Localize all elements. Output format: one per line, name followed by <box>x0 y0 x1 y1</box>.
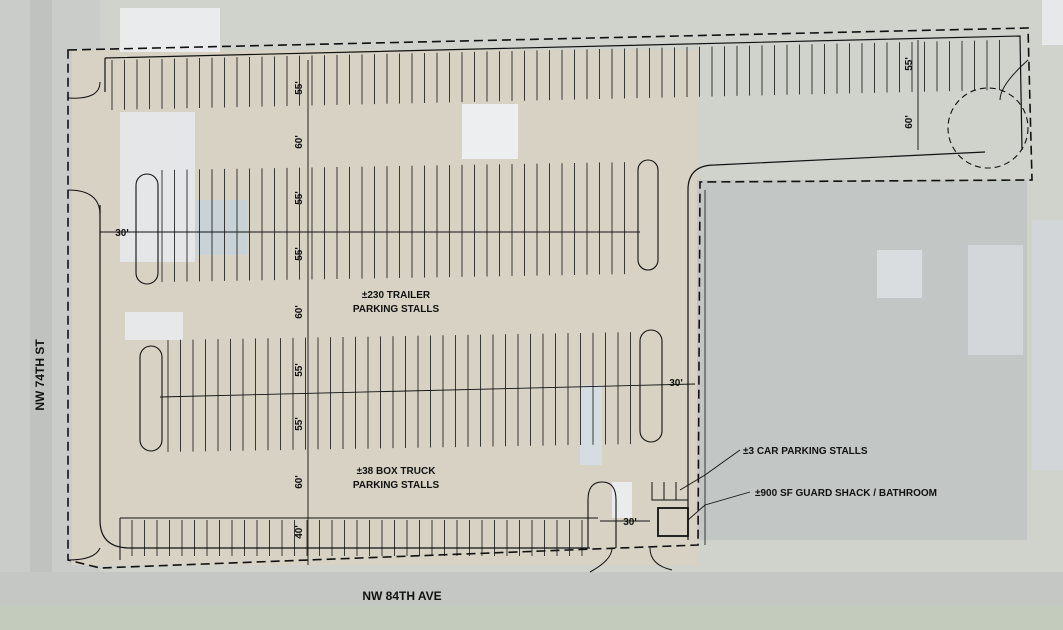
building-roof <box>1042 0 1063 45</box>
salvage-yard-area <box>697 180 1027 540</box>
dimension-label: 55' <box>294 191 305 205</box>
dimension-label: 60' <box>294 305 305 319</box>
road-label-west: NW 74TH ST <box>33 339 47 411</box>
car-parking-stalls <box>651 482 689 501</box>
landscape-island <box>139 345 163 452</box>
dimension-label: 30' <box>669 378 683 389</box>
driveway-flare <box>589 547 613 573</box>
dimension-label: 55' <box>294 247 305 261</box>
guard-shack-label: ±900 SF GUARD SHACK / BATHROOM <box>755 488 937 499</box>
building-roof <box>612 482 632 518</box>
guard-shack <box>657 507 689 537</box>
building-roof <box>462 104 518 159</box>
dimension-label: 55' <box>294 417 305 431</box>
landscape-island <box>639 329 663 443</box>
south-road-surface <box>0 572 1063 606</box>
entry-island <box>587 481 617 548</box>
dimension-label: 30' <box>115 228 129 239</box>
site-boundary <box>67 27 1033 569</box>
dimension-label: 55' <box>294 363 305 377</box>
building-roof <box>1032 220 1063 470</box>
building-roof <box>120 8 220 52</box>
curb-return <box>67 189 101 216</box>
building-roof <box>195 200 247 255</box>
dimension-label: 40' <box>294 525 305 539</box>
landscape-island <box>135 173 159 285</box>
driveway-flare <box>67 547 101 561</box>
curb-return <box>67 81 101 99</box>
dimension-label: 60' <box>294 475 305 489</box>
leader-lines <box>679 449 751 521</box>
trailer-stall-label-line2: PARKING STALLS <box>353 304 440 315</box>
cul-de-sac-return <box>999 59 1029 101</box>
dimension-label: 60' <box>904 115 915 129</box>
building-roof <box>968 245 1023 355</box>
driveway-flare <box>649 547 673 571</box>
dimension-label: 55' <box>294 81 305 95</box>
trailer-stall-label-line1: ±230 TRAILER <box>362 290 431 301</box>
south-stall-row-edge <box>119 517 598 560</box>
south-vegetation-strip <box>0 606 1063 630</box>
dimension-label: 30' <box>623 517 637 528</box>
box-truck-stall-label-line2: PARKING STALLS <box>353 480 440 491</box>
west-drive-edge <box>99 205 590 549</box>
landscape-island <box>637 159 659 271</box>
building-roof <box>125 312 183 340</box>
east-drive-edge <box>687 151 986 540</box>
box-truck-stall-label-line1: ±38 BOX TRUCK <box>357 466 437 477</box>
dimension-lines <box>100 40 919 565</box>
building-roof <box>580 385 602 465</box>
dimension-label: 55' <box>904 57 915 71</box>
road-label-south: NW 84TH AVE <box>362 589 441 603</box>
north-drive-edge <box>104 35 1023 151</box>
west-road-lane <box>30 0 52 630</box>
car-stalls-label: ±3 CAR PARKING STALLS <box>743 446 868 457</box>
cul-de-sac <box>947 87 1029 169</box>
parking-stall-lines <box>111 40 1000 556</box>
dimension-label: 60' <box>294 135 305 149</box>
building-roof <box>877 250 922 298</box>
